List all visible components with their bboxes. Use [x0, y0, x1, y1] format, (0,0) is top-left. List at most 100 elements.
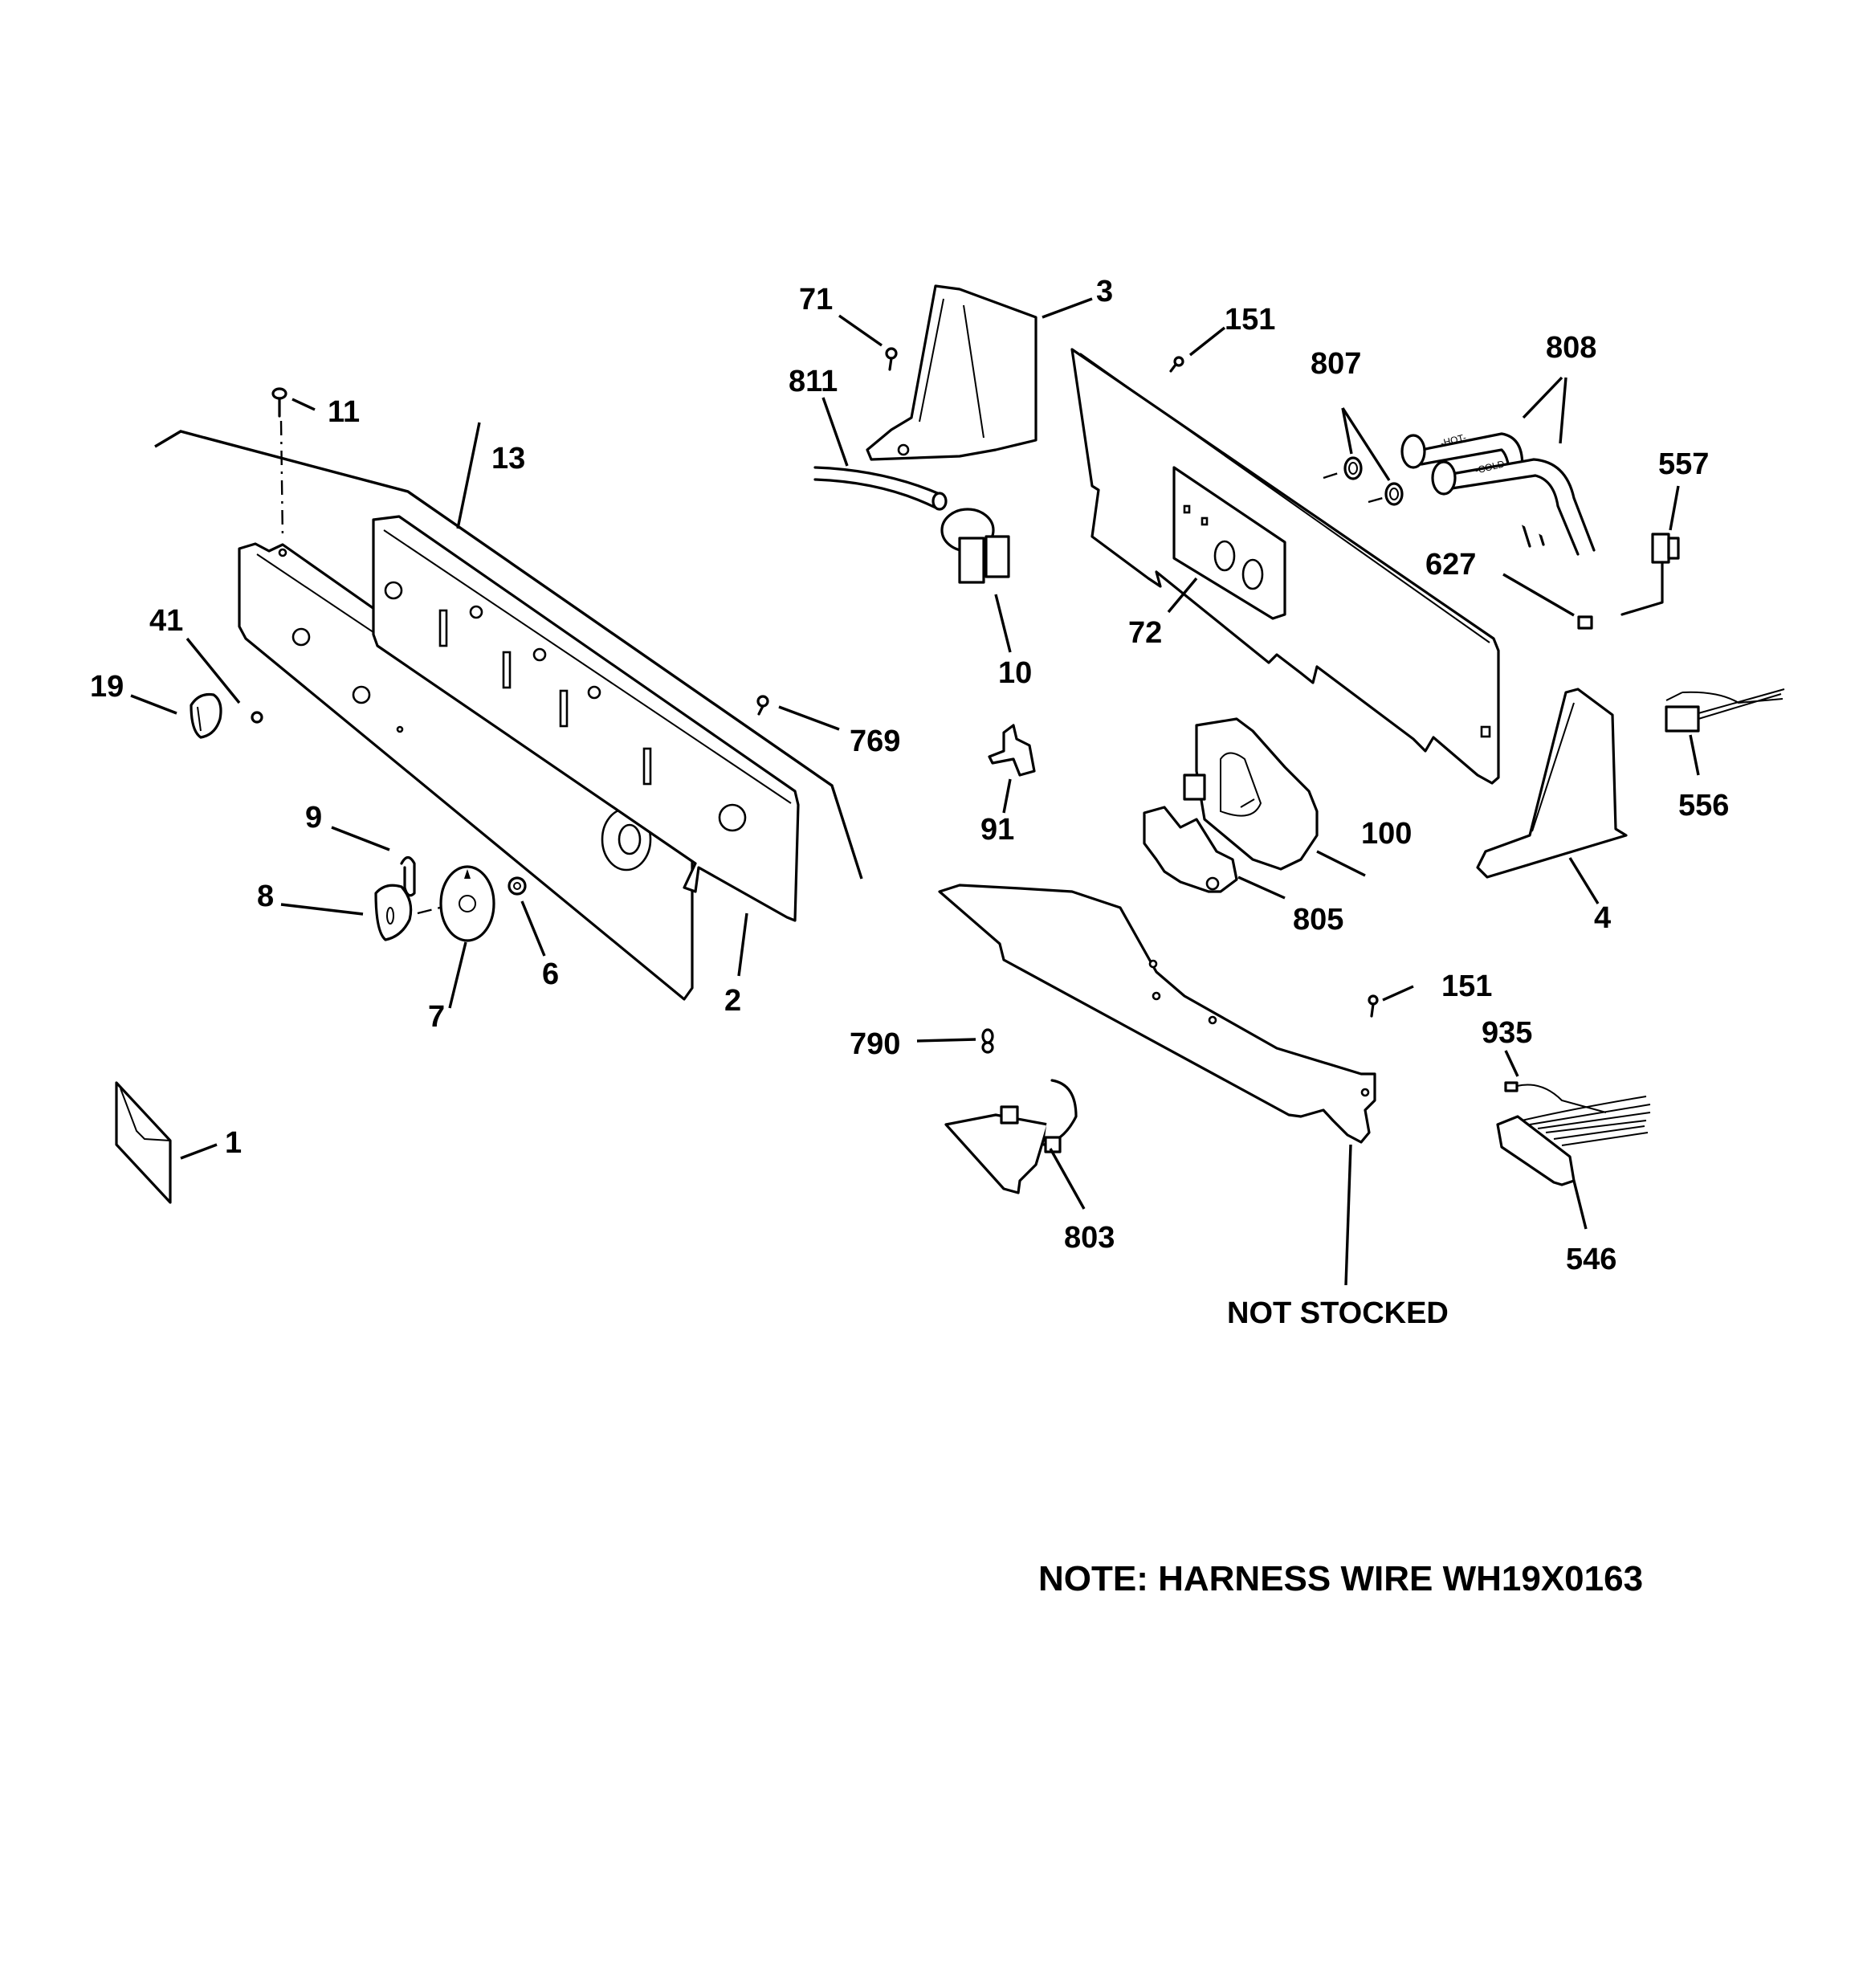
label-13: 13	[491, 442, 525, 476]
washer-axis-2	[1368, 496, 1384, 504]
leader-808b	[1559, 377, 1567, 444]
label-8: 8	[257, 880, 274, 913]
leader-41	[185, 637, 241, 704]
label-100: 100	[1361, 817, 1412, 851]
part-10-pressure-switch[interactable]	[940, 508, 1010, 584]
part-11-screw[interactable]	[271, 387, 287, 418]
part-790-clamp[interactable]	[981, 1028, 994, 1054]
part-807-washers[interactable]	[1343, 456, 1404, 506]
label-6: 6	[542, 957, 559, 991]
label-3: 3	[1096, 275, 1113, 308]
label-2: 2	[724, 984, 741, 1018]
leader-2	[737, 912, 748, 977]
leader-151-bottom	[1382, 985, 1414, 1002]
part-805-water-valve[interactable]	[1143, 806, 1238, 893]
part-769-screw[interactable]	[756, 695, 769, 716]
washer-axis-1	[1323, 471, 1342, 480]
leader-100	[1316, 850, 1366, 877]
leader-6	[520, 900, 546, 957]
leader-13	[456, 422, 481, 529]
label-71: 71	[799, 283, 833, 316]
leader-807b	[1341, 407, 1391, 481]
leader-803	[1049, 1148, 1086, 1210]
part-71-screw[interactable]	[885, 347, 898, 371]
label-557: 557	[1658, 447, 1709, 481]
label-151-bottom: 151	[1441, 970, 1492, 1003]
leader-7-label	[448, 941, 467, 1009]
part-546-connector-block[interactable]	[1496, 1096, 1651, 1186]
label-811: 811	[789, 365, 838, 398]
part-3-end-cap[interactable]	[866, 284, 1037, 461]
leader-546	[1572, 1180, 1588, 1230]
leader-808a	[1522, 376, 1563, 419]
leader-769	[778, 705, 840, 731]
label-808: 808	[1546, 331, 1596, 365]
part-151-screw-top[interactable]	[1169, 356, 1184, 373]
label-10: 10	[998, 656, 1032, 690]
screw-11-axis	[279, 420, 284, 541]
harness-note: NOTE: HARNESS WIRE WH19X0163	[1038, 1559, 1643, 1598]
part-151-screw-bottom[interactable]	[1368, 994, 1379, 1018]
label-790: 790	[850, 1027, 900, 1061]
part-72-back-panel[interactable]	[1070, 348, 1500, 785]
label-41: 41	[149, 604, 183, 638]
label-91: 91	[980, 813, 1014, 847]
part-808-inlet-hoses[interactable]: -HOT- -COLD-	[1400, 431, 1596, 556]
leader-1	[180, 1143, 218, 1160]
part-556-harness[interactable]	[1665, 688, 1785, 733]
label-803: 803	[1064, 1221, 1115, 1255]
leader-not-stocked	[1344, 1144, 1352, 1286]
part-557-connector[interactable]	[1620, 533, 1680, 616]
label-151-top: 151	[1225, 303, 1275, 337]
leader-7	[417, 906, 441, 915]
leader-790	[916, 1038, 976, 1043]
label-9: 9	[305, 801, 322, 835]
label-627: 627	[1425, 548, 1476, 582]
part-2-panel-bracket[interactable]	[372, 515, 800, 922]
leader-19	[130, 694, 177, 715]
leader-935	[1504, 1050, 1519, 1077]
leader-805	[1237, 876, 1286, 900]
assembly-bracket-line	[154, 430, 863, 880]
leader-627	[1502, 573, 1575, 617]
part-91-switch[interactable]	[988, 724, 1036, 777]
part-100-timer[interactable]	[1183, 717, 1319, 871]
label-4: 4	[1594, 901, 1611, 935]
leader-91	[1002, 778, 1012, 814]
label-11: 11	[328, 395, 360, 429]
leader-807a	[1341, 407, 1353, 455]
label-72: 72	[1128, 616, 1162, 650]
part-4-end-cap[interactable]	[1476, 688, 1628, 879]
label-769: 769	[850, 725, 900, 758]
leader-557	[1669, 485, 1680, 531]
part-19-knob[interactable]	[190, 692, 222, 739]
leader-8	[280, 903, 364, 916]
part-803-dispenser[interactable]	[944, 1079, 1078, 1194]
leader-556	[1689, 734, 1700, 776]
leader-3	[1042, 297, 1093, 319]
leader-72	[1167, 577, 1198, 614]
leader-9	[331, 826, 390, 851]
part-627-clip[interactable]	[1577, 615, 1593, 630]
leader-71	[838, 314, 883, 347]
part-7-dial[interactable]	[439, 865, 495, 942]
leader-811	[821, 397, 849, 467]
label-19: 19	[90, 670, 124, 704]
leader-4	[1568, 857, 1600, 904]
part-not-stocked-bracket[interactable]	[938, 884, 1376, 1144]
part-41-spring[interactable]	[251, 711, 263, 724]
label-not-stocked: NOT STOCKED	[1227, 1296, 1449, 1330]
label-807: 807	[1311, 347, 1361, 381]
leader-151-top	[1188, 326, 1226, 357]
part-6-nut[interactable]	[508, 876, 527, 896]
label-935: 935	[1482, 1016, 1532, 1050]
part-935-terminal[interactable]	[1504, 1081, 1607, 1113]
label-556: 556	[1678, 789, 1729, 823]
part-1-envelope[interactable]	[115, 1081, 172, 1204]
part-8-knob[interactable]	[374, 884, 413, 941]
label-546: 546	[1566, 1243, 1616, 1276]
leader-10	[994, 594, 1012, 653]
label-7: 7	[428, 1000, 445, 1034]
part-811-hose[interactable]	[813, 466, 948, 511]
